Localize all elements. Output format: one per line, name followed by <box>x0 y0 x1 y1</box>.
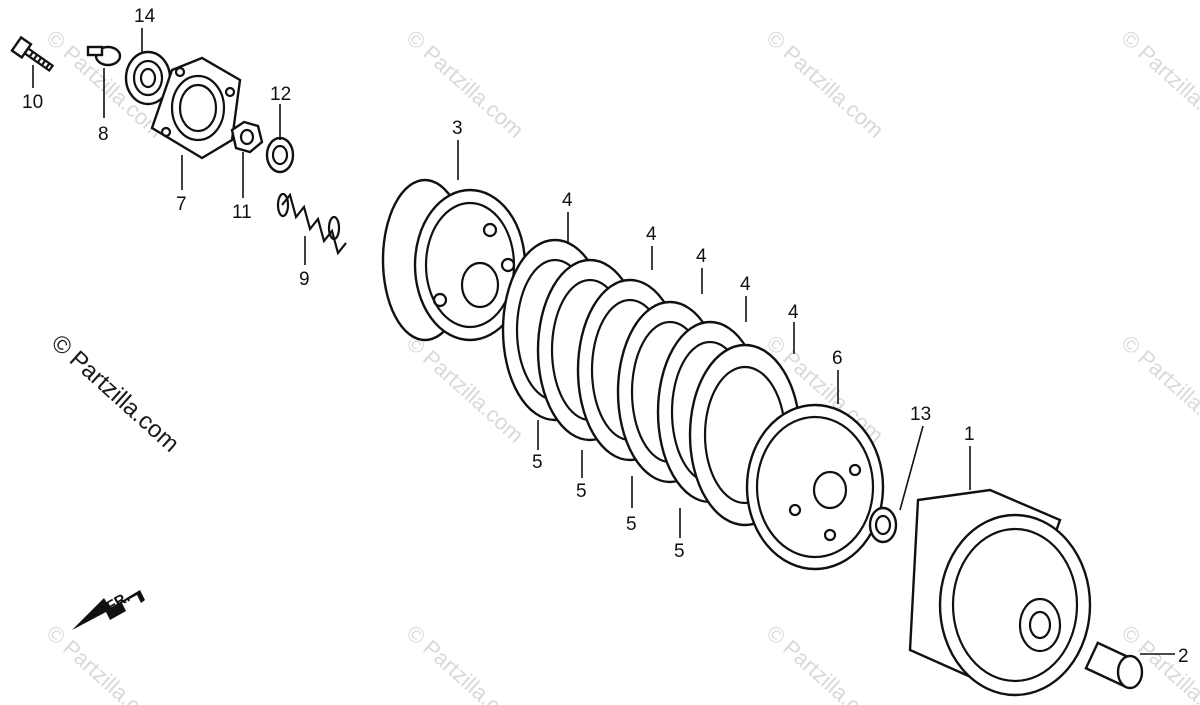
callout-4: 4 <box>562 190 573 211</box>
spring-part-9 <box>276 192 347 256</box>
pressure-plate-part-6 <box>745 403 885 571</box>
callout-13: 13 <box>910 404 931 425</box>
callout-5: 5 <box>576 481 587 502</box>
bolt-part-10 <box>10 35 55 73</box>
callout-2: 2 <box>1178 646 1189 667</box>
callout-5: 5 <box>626 514 637 535</box>
callout-labels: 14 10 8 7 11 12 9 3 4 4 4 4 4 5 5 5 5 6 … <box>22 6 1189 667</box>
collar-part-2 <box>1084 641 1144 690</box>
lifter-plate-part-7 <box>150 56 242 160</box>
callout-12: 12 <box>270 84 291 105</box>
front-direction-arrow-icon: FR. <box>72 589 145 630</box>
callout-10: 10 <box>22 92 43 113</box>
pin-part-8 <box>86 45 122 67</box>
washer-part-12 <box>265 136 295 174</box>
nut-part-11 <box>230 120 264 154</box>
callout-7: 7 <box>176 194 187 215</box>
clutch-center-part-3 <box>381 178 527 342</box>
callout-6: 6 <box>832 348 843 369</box>
watermark-text: © Partzilla.com <box>1117 25 1200 143</box>
callout-14: 14 <box>134 6 156 27</box>
watermark-text: © Partzilla.com <box>762 620 889 705</box>
callout-4: 4 <box>788 302 799 323</box>
callout-leaders <box>32 28 1175 655</box>
callout-11: 11 <box>232 202 252 223</box>
callout-5: 5 <box>532 452 543 473</box>
callout-8: 8 <box>98 124 109 145</box>
callout-3: 3 <box>452 118 463 139</box>
callout-4: 4 <box>740 274 751 295</box>
watermark-text: © Partzilla.com <box>1117 330 1200 448</box>
callout-4: 4 <box>696 246 707 267</box>
callout-9: 9 <box>299 269 310 290</box>
partzilla-watermark: © Partzilla.com <box>46 329 184 457</box>
callout-5: 5 <box>674 541 685 562</box>
callout-1: 1 <box>964 424 975 445</box>
clutch-outer-part-1 <box>908 488 1092 697</box>
thrust-washer-part-13 <box>868 506 898 544</box>
watermark-text: © Partzilla.com <box>402 620 529 705</box>
watermark-text: © Partzilla.com <box>762 25 889 143</box>
watermark-text: © Partzilla.com <box>402 25 529 143</box>
watermark-text: © Partzilla.com <box>42 620 169 705</box>
callout-4: 4 <box>646 224 657 245</box>
